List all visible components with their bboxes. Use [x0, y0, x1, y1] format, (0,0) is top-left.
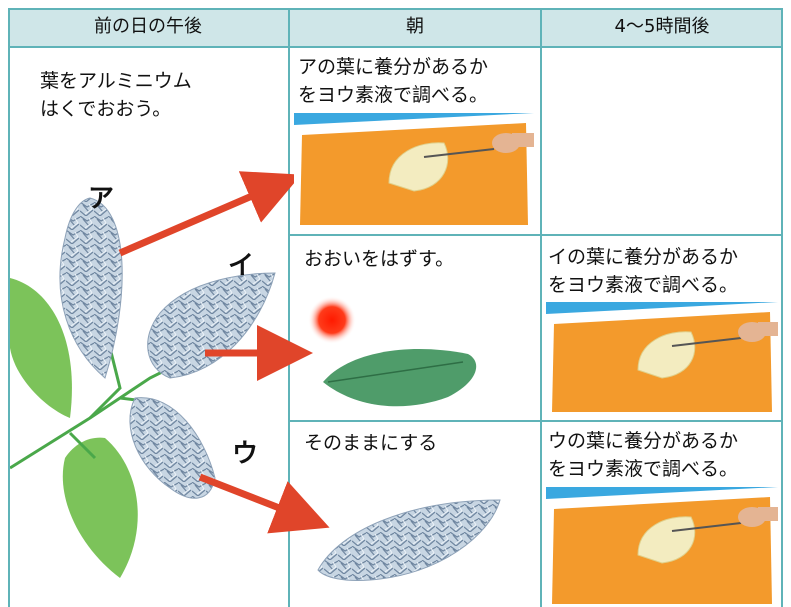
row-u-later-line2: をヨウ素液で調べる。	[548, 458, 739, 480]
green-leaf-left	[10, 278, 72, 418]
table-header	[8, 8, 783, 46]
green-leaf	[323, 349, 477, 407]
row-u-later-line1: ウの葉に養分があるか	[548, 430, 739, 452]
leaf-label-u: ウ	[232, 439, 259, 469]
green-leaf-bottom	[62, 437, 138, 578]
grid-left	[8, 8, 10, 607]
plant-illustration	[10, 197, 276, 578]
grid-row-ai	[288, 234, 783, 236]
instruction-line1: 葉をアルミニウム	[40, 70, 192, 92]
leaf-label-a: ア	[88, 184, 115, 214]
foil-leaf-u	[129, 397, 216, 499]
row-i-later-line1: イの葉に養分があるか	[548, 246, 739, 268]
header-later: 4～5時間後	[614, 16, 710, 37]
row-u-morning-text: そのままにする	[304, 432, 438, 454]
iodine-test-photo-i	[546, 302, 778, 417]
grid-col1	[288, 8, 290, 607]
grid-header-bottom	[8, 46, 783, 48]
row-a-morning-line1: アの葉に養分があるか	[298, 56, 489, 78]
row-i-later-line2: をヨウ素液で調べる。	[548, 274, 739, 296]
foil-leaf-i	[147, 272, 276, 379]
foil-covered-leaf	[317, 499, 501, 581]
grid-top	[8, 8, 783, 10]
row-i-morning-text: おおいをはずす。	[304, 248, 455, 270]
covered-leaf-illustration	[317, 499, 501, 581]
header-afternoon: 前の日の午後	[94, 16, 202, 37]
sun-icon	[308, 296, 356, 344]
row-a-morning-line2: をヨウ素液で調べる。	[298, 84, 489, 106]
instruction-line2: はくでおおう。	[40, 98, 172, 120]
iodine-test-photo-a	[294, 113, 534, 231]
grid-col2	[540, 8, 542, 607]
grid-right	[781, 8, 783, 607]
grid-row-iu	[288, 420, 783, 422]
leaf-label-i: イ	[228, 251, 255, 281]
header-morning: 朝	[406, 16, 424, 37]
uncovered-leaf-illustration	[308, 296, 477, 407]
foil-leaf-a	[59, 197, 123, 379]
iodine-test-photo-u	[546, 487, 778, 604]
